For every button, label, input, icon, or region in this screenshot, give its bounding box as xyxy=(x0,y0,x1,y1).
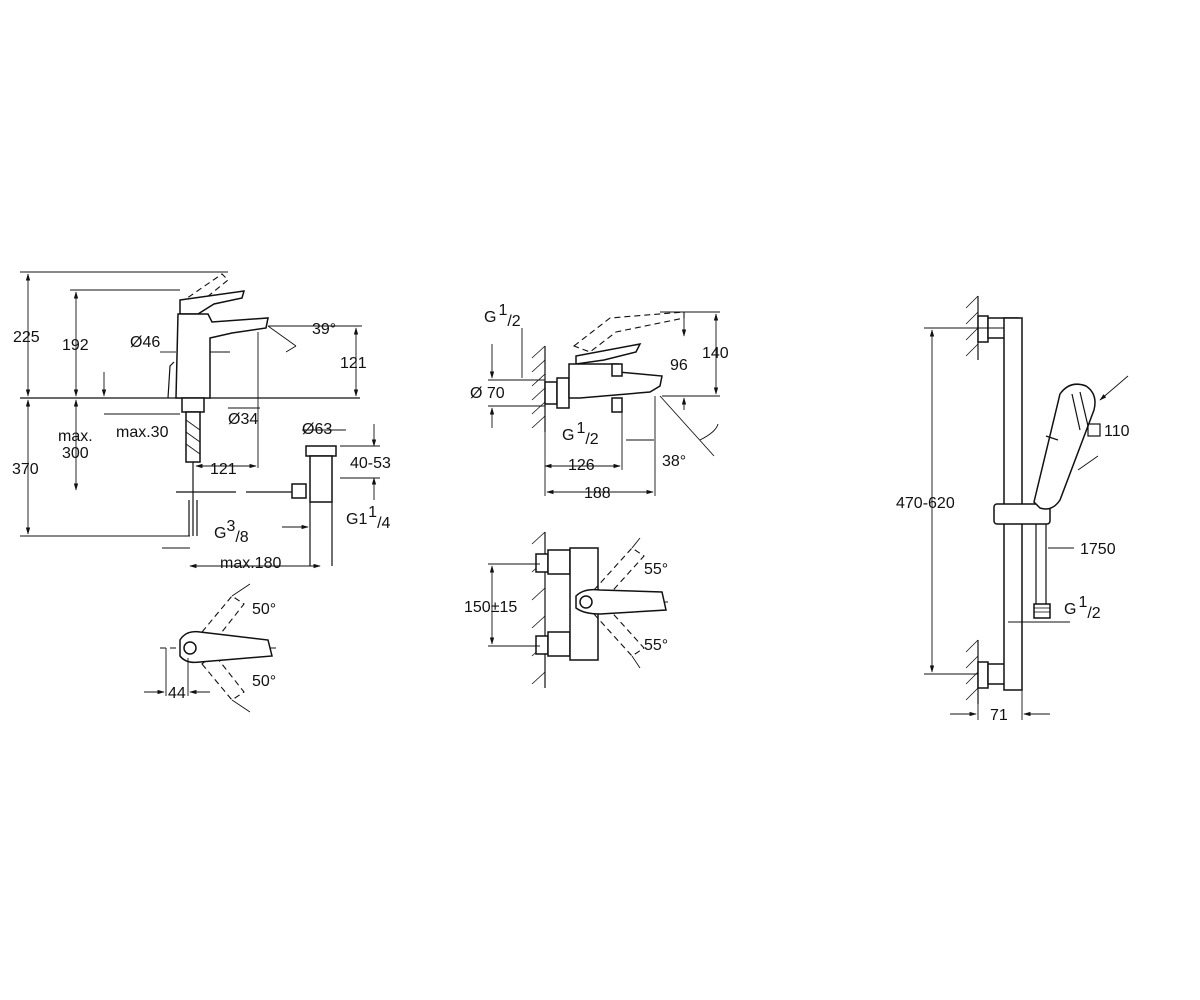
label-300: 300 xyxy=(62,445,89,462)
bath-g12-bottom-g: G xyxy=(562,427,574,444)
label-50-bottom: 50° xyxy=(252,673,276,690)
basin-mixer-side-view xyxy=(20,271,380,569)
bath-g12-bottom-sub: /2 xyxy=(585,431,598,448)
label-71: 71 xyxy=(990,707,1008,724)
label-150-15: 150±15 xyxy=(464,599,517,616)
bath-outlet xyxy=(611,397,623,413)
slider xyxy=(993,503,1051,525)
lever xyxy=(179,290,246,315)
label-waste-diameter: Ø63 xyxy=(302,421,332,438)
label-40-53: 40-53 xyxy=(350,455,391,472)
popup-rod xyxy=(167,361,175,399)
bath-mixer-side-view xyxy=(488,311,720,496)
top-flange-upper xyxy=(547,549,571,575)
label-55-top: 55° xyxy=(644,561,668,578)
hand-shower xyxy=(1033,383,1096,510)
mixer-body xyxy=(175,313,269,399)
shower-g12-sub: /2 xyxy=(1087,605,1100,622)
lever-top xyxy=(179,630,273,664)
label-192: 192 xyxy=(62,337,89,354)
label-55-bottom: 55° xyxy=(644,637,668,654)
basin-mixer-labels: 225 192 Ø46 39° 121 Ø34 max. 300 max.30 … xyxy=(12,321,391,572)
bath-g12-bottom-sup: 1 xyxy=(576,420,585,437)
g114-g1: G1 xyxy=(346,511,367,528)
bath-lever-pivot xyxy=(579,595,593,609)
bath-g12-top-g: G xyxy=(484,309,496,326)
bath-lever-top xyxy=(575,588,667,615)
top-flange-lower xyxy=(547,631,571,657)
mounting-nut xyxy=(181,397,205,413)
diverter xyxy=(611,363,623,377)
top-nut-lower xyxy=(535,635,549,655)
label-flange-70: Ø 70 xyxy=(470,385,505,402)
label-max30: max.30 xyxy=(116,424,169,441)
label-tap-hole: Ø34 xyxy=(228,411,258,428)
label-188: 188 xyxy=(584,485,611,502)
label-126: 126 xyxy=(568,457,595,474)
label-angle-39: 39° xyxy=(312,321,336,338)
waste-flange xyxy=(305,445,337,457)
hose-nut xyxy=(1033,603,1051,619)
label-470-620: 470-620 xyxy=(896,495,955,512)
square-symbol xyxy=(1087,423,1101,437)
bath-g12-top-sub: /2 xyxy=(507,313,520,330)
g38-sup: 3 xyxy=(226,518,235,535)
waste-body xyxy=(309,455,333,503)
bath-lever xyxy=(575,342,642,365)
shower-g12-sup: 1 xyxy=(1078,594,1087,611)
basin-mixer-top-view: 50° 50° 44 xyxy=(144,583,276,713)
label-max: max. xyxy=(58,428,93,445)
shower-g12-g: G xyxy=(1064,601,1076,618)
bath-mixer-top-view: 150±15 55° 55° xyxy=(464,531,668,688)
top-nut-upper xyxy=(535,553,549,573)
label-44: 44 xyxy=(168,685,186,702)
label-head-110: 110 xyxy=(1104,423,1130,440)
label-225: 225 xyxy=(13,329,40,346)
g38-sub: /8 xyxy=(235,529,248,546)
label-1750: 1750 xyxy=(1080,541,1116,558)
label-body-diameter: Ø46 xyxy=(130,334,160,351)
lower-wall-bracket xyxy=(977,661,989,689)
waste-connector xyxy=(291,483,307,499)
label-140: 140 xyxy=(702,345,729,362)
g38-g: G xyxy=(214,525,226,542)
label-50-top: 50° xyxy=(252,601,276,618)
g114-sup: 1 xyxy=(368,504,377,521)
wall-nut xyxy=(544,381,558,405)
wall-flange xyxy=(556,377,570,409)
label-121-projection: 121 xyxy=(210,461,237,478)
lever-raised-outline xyxy=(178,273,229,307)
lever-pivot xyxy=(183,641,197,655)
label-96: 96 xyxy=(670,357,688,374)
label-38: 38° xyxy=(662,453,686,470)
label-370: 370 xyxy=(12,461,39,478)
bath-g12-top-sup: 1 xyxy=(498,302,507,319)
label-max180: max.180 xyxy=(220,555,281,572)
label-121-height: 121 xyxy=(340,355,367,372)
upper-wall-bracket xyxy=(977,315,989,343)
label-g38: G3/8 xyxy=(214,518,249,546)
g114-sub: /4 xyxy=(377,515,390,532)
